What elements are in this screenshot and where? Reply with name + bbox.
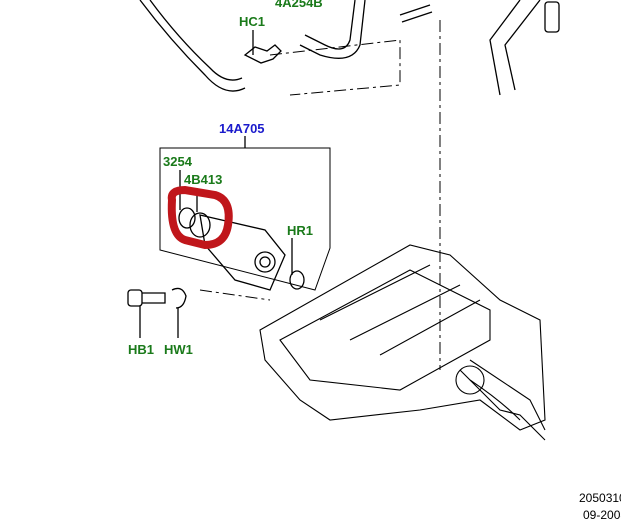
label-14a705: 14A705 [219,121,265,136]
label-hb1: HB1 [128,342,155,357]
label-hw1: HW1 [164,342,193,357]
hose-left [139,0,246,92]
bracket-right [489,0,541,96]
label-hr1: HR1 [287,223,314,238]
footer-date: 09-2008 [583,508,621,522]
highlight-marker [167,185,233,250]
bolt-hb1 [127,289,166,338]
label-4a254b: 4A254B [275,0,323,10]
washer-hw1 [171,287,187,338]
hose-center [304,0,356,50]
group-box [159,147,331,291]
clip-hc1 [243,44,282,64]
sensor [544,1,560,33]
label-4b413: 4B413 [184,172,223,187]
label-hc1: HC1 [239,14,266,29]
label-3254: 3254 [163,154,192,169]
engine-sump [259,244,546,441]
